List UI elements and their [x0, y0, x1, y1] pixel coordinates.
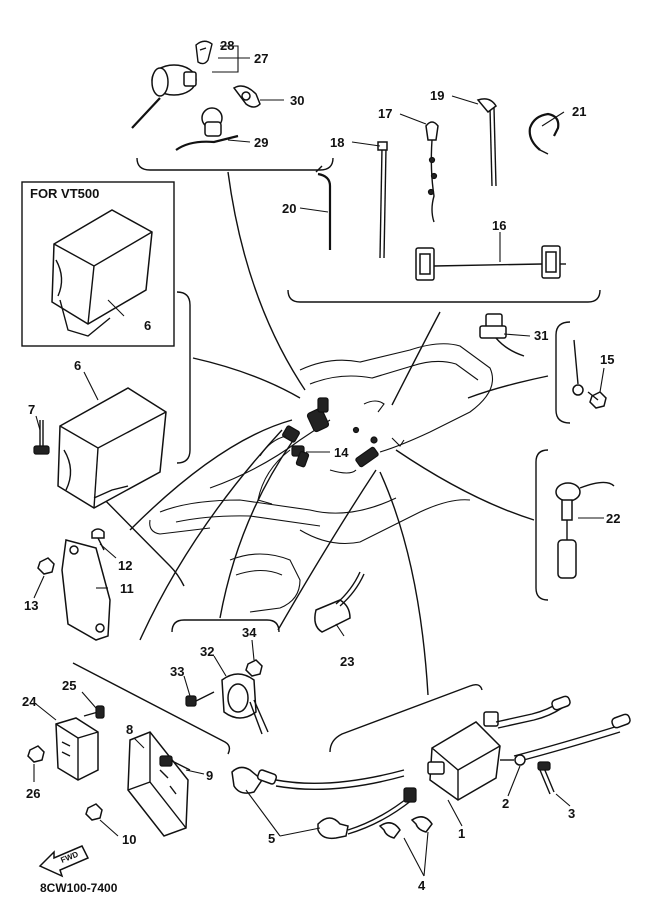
leader-23-to-frame	[277, 469, 377, 631]
nut-13	[37, 557, 55, 575]
callout-5: 5	[268, 831, 275, 846]
leader-22-to-frame	[395, 449, 535, 521]
plug-lead-upper	[495, 695, 571, 729]
callout-12: 12	[118, 558, 132, 573]
callout-16: 16	[492, 218, 506, 233]
callout-13: 13	[24, 598, 38, 613]
leader-lower-to-frame	[139, 429, 283, 641]
callout-8: 8	[126, 722, 133, 737]
bolt-12	[91, 528, 105, 551]
callout-21: 21	[572, 104, 586, 119]
wire-20	[315, 165, 332, 250]
callout-25: 25	[62, 678, 76, 693]
callout-6: 6	[74, 358, 81, 373]
leader-wires-to-frame	[391, 311, 441, 406]
cable-16	[415, 245, 566, 281]
key-30	[232, 85, 261, 108]
wire-19	[476, 98, 497, 187]
callout-22: 22	[606, 511, 620, 526]
horn-32	[221, 673, 269, 735]
leader-top-to-frame	[227, 171, 306, 391]
lock-cylinder-29	[175, 107, 239, 151]
callout-11: 11	[120, 581, 134, 596]
callout-10: 10	[122, 832, 136, 847]
wire-17	[425, 121, 439, 223]
callout-24: 24	[22, 694, 37, 709]
ignition-coil-1	[427, 711, 501, 801]
callout-7: 7	[28, 402, 35, 417]
bracket-top-group	[136, 157, 334, 171]
callout-6-inset: 6	[144, 318, 151, 333]
screw-3	[537, 761, 555, 795]
bolt-15	[587, 391, 607, 409]
lead-15	[572, 339, 584, 396]
callout-2: 2	[502, 796, 509, 811]
terminal-2	[500, 754, 526, 766]
callout-leaders	[33, 45, 605, 877]
bracket-22	[535, 449, 549, 601]
wire-18	[377, 141, 388, 259]
bolt-33	[185, 691, 215, 707]
nut-34	[245, 659, 263, 677]
bracket-32-group	[171, 619, 280, 633]
ecu-6	[57, 387, 167, 509]
callout-34: 34	[242, 625, 257, 640]
ignition-switch-assembly	[131, 40, 213, 129]
bolt-9	[159, 755, 191, 771]
bracket-ecu-lower	[92, 487, 185, 587]
callout-19: 19	[430, 88, 444, 103]
clamps-4	[378, 816, 433, 839]
leader-11-to-frame	[129, 419, 293, 531]
callout-32: 32	[200, 644, 214, 659]
callout-15: 15	[600, 352, 614, 367]
clip-21	[528, 112, 560, 155]
condenser-23	[314, 571, 365, 633]
callout-28: 28	[220, 38, 234, 53]
leader-coil-to-frame	[379, 471, 429, 696]
regulator-24	[55, 717, 99, 781]
callout-17: 17	[378, 106, 392, 121]
leader-ecu-to-frame	[192, 357, 301, 399]
leader-31-to-frame	[467, 375, 549, 399]
callout-20: 20	[282, 201, 296, 216]
leader-32-to-frame	[219, 441, 293, 619]
nut-26	[27, 745, 45, 763]
callout-18: 18	[330, 135, 344, 150]
callout-31: 31	[534, 328, 548, 343]
bracket-right-parts	[555, 321, 571, 424]
nut-10	[85, 803, 103, 821]
relay-31	[479, 313, 525, 357]
bolt-25	[83, 705, 105, 719]
plug-lead-right	[513, 713, 631, 763]
callout-9: 9	[206, 768, 213, 783]
callout-23: 23	[340, 654, 354, 669]
callout-30: 30	[290, 93, 304, 108]
bolt-7	[33, 420, 50, 455]
unit-8	[127, 731, 189, 837]
callout-1: 1	[458, 826, 465, 841]
bracket-lower-left	[72, 662, 231, 755]
bracket-ignition-coil	[329, 683, 483, 753]
bracket-ecu	[176, 291, 191, 464]
sensor-22	[555, 481, 615, 579]
fwd-arrow-icon	[38, 845, 90, 878]
callout-27: 27	[254, 51, 268, 66]
callout-4: 4	[418, 878, 426, 893]
plug-cap-5	[231, 766, 417, 840]
ecu-6-vt500	[51, 209, 153, 337]
callout-3: 3	[568, 806, 575, 821]
callout-29: 29	[254, 135, 268, 150]
bracket-wires-group	[287, 289, 601, 303]
callout-26: 26	[26, 786, 40, 801]
harness-connectors	[257, 397, 405, 505]
callout-14: 14	[334, 445, 349, 460]
frame-outline	[149, 343, 494, 613]
bracket-11	[61, 539, 111, 641]
diagram-code: 8CW100-7400	[40, 881, 118, 895]
vt500-inset-title: FOR VT500	[30, 186, 99, 201]
vt500-inset-box	[21, 181, 175, 347]
callout-33: 33	[170, 664, 184, 679]
